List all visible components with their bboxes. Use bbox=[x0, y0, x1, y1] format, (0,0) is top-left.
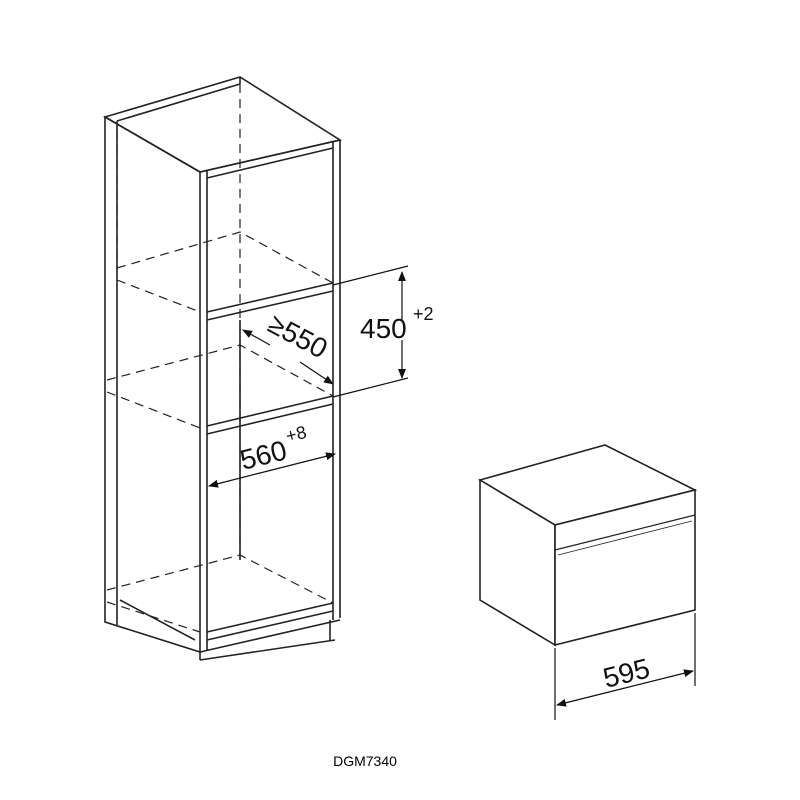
niche-width-value: 560 bbox=[237, 434, 290, 475]
appliance-dimension bbox=[554, 613, 696, 720]
appliance-width-label: 595 bbox=[600, 652, 653, 693]
label-niche-width: 560 +8 bbox=[237, 422, 309, 476]
niche-height-tolerance: +2 bbox=[413, 304, 434, 324]
label-niche-height: 450 +2 bbox=[360, 304, 434, 344]
dimension-lines bbox=[208, 265, 409, 488]
appliance bbox=[477, 444, 698, 647]
model-label: DGM7340 bbox=[333, 753, 397, 769]
niche-height-value: 450 bbox=[360, 313, 407, 344]
tall-cabinet bbox=[102, 76, 343, 661]
niche-width-tolerance: +8 bbox=[284, 422, 309, 446]
niche-depth-label: ≥550 bbox=[263, 308, 332, 365]
